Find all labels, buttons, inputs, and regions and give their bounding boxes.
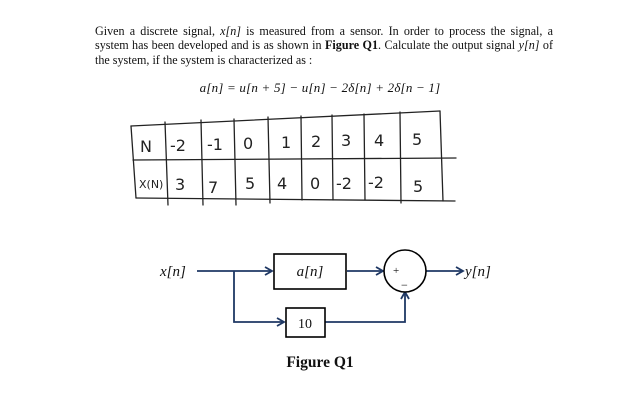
- n-cell: -1: [207, 135, 223, 154]
- figure-caption: Figure Q1: [286, 354, 354, 371]
- table-col-sep: [300, 115, 303, 201]
- summing-junction: [383, 249, 427, 293]
- row-label-x: X(N): [139, 178, 163, 191]
- problem-text-4: of the system, if the system is characte…: [95, 38, 553, 67]
- table-middle-line: [132, 157, 457, 161]
- table-col-sep: [363, 113, 366, 201]
- table-col-sep: [200, 119, 204, 206]
- minus-sign: −: [401, 278, 408, 292]
- table-col-sep: [399, 111, 402, 204]
- problem-statement: Given a discrete signal, x[n] is measure…: [95, 24, 553, 67]
- gain-to-sum-arrow: [325, 290, 410, 323]
- output-label: y[n]: [463, 264, 491, 280]
- input-label: x[n]: [159, 264, 186, 280]
- branch-arrow: [233, 271, 286, 327]
- x-cell: 3: [175, 175, 185, 194]
- plus-sign: +: [393, 265, 399, 277]
- system-equation: a[n] = u[n + 5] − u[n] − 2δ[n] + 2δ[n − …: [199, 80, 441, 95]
- figure-reference: Figure Q1: [325, 38, 379, 53]
- x-cell: 5: [413, 177, 423, 196]
- gain-block: [285, 307, 326, 338]
- n-cell: 3: [341, 131, 351, 150]
- problem-text-2: is measured from a sensor. In order to p…: [95, 24, 553, 53]
- n-cell: 5: [412, 130, 422, 149]
- gain-label: 10: [298, 317, 312, 332]
- n-cell: 2: [311, 132, 321, 151]
- block-a: [273, 253, 347, 290]
- problem-text-1: Given a discrete signal,: [95, 24, 221, 38]
- signal-x-n: x[n]: [220, 24, 241, 38]
- x-cell: -2: [336, 174, 352, 193]
- x-cell: 0: [310, 174, 320, 193]
- table-col-sep: [164, 121, 169, 206]
- row-label-n: N: [140, 137, 152, 156]
- n-cell: 0: [243, 134, 253, 153]
- block-a-label: a[n]: [297, 264, 324, 280]
- x-cell: -2: [368, 173, 384, 192]
- x-cell: 7: [208, 178, 218, 197]
- signal-y-n: y[n]: [518, 38, 540, 53]
- x-cell: 4: [277, 174, 287, 193]
- table-bottom-line: [135, 197, 456, 202]
- table-top-line: [130, 110, 441, 127]
- problem-text-3: . Calculate the output signal: [378, 38, 519, 53]
- table-right-line: [439, 110, 444, 202]
- table-left-line: [130, 125, 137, 199]
- n-cell: 4: [374, 131, 384, 150]
- n-cell: 1: [281, 133, 291, 152]
- x-cell: 5: [245, 174, 255, 193]
- table-col-sep: [331, 114, 334, 201]
- table-col-sep: [267, 116, 271, 204]
- table-col-sep: [233, 118, 237, 206]
- n-cell: -2: [170, 136, 186, 155]
